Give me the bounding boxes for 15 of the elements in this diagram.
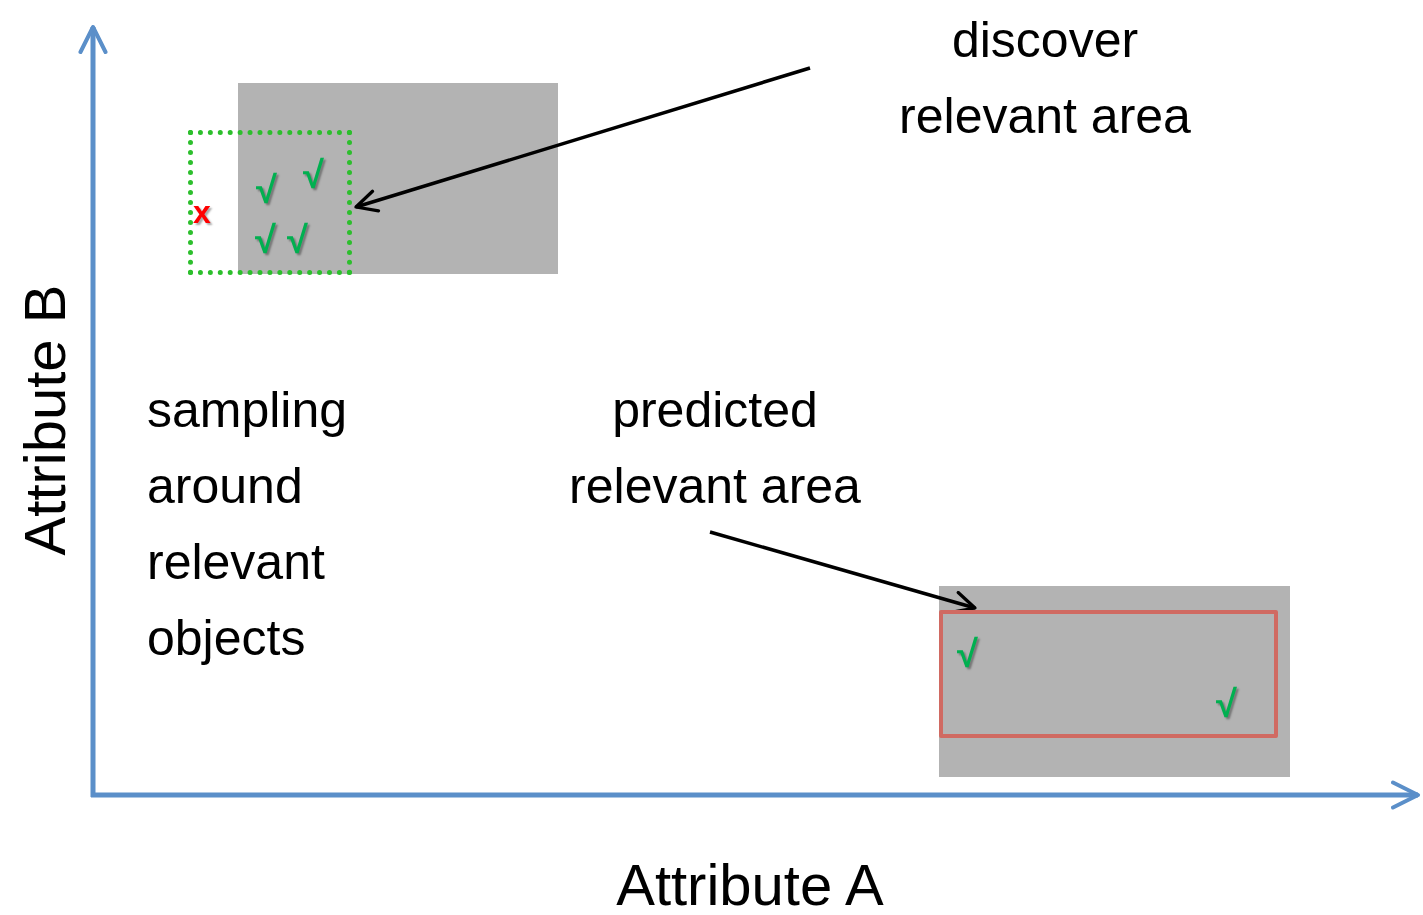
axis-title: Attribute B	[13, 284, 77, 556]
cross-mark: x	[193, 193, 211, 232]
arrow	[354, 66, 811, 213]
annotation-text: predicted relevant area	[530, 372, 900, 524]
check-mark: √	[1216, 684, 1237, 724]
check-mark: √	[256, 170, 277, 210]
check-mark: √	[303, 155, 324, 195]
highlighted-region-box	[939, 610, 1278, 738]
check-mark: √	[957, 634, 978, 674]
annotation-text: sampling around relevant objects	[147, 381, 349, 668]
annotation-text: discover relevant area	[860, 2, 1230, 154]
check-mark: √	[255, 220, 276, 260]
check-mark: √	[287, 220, 308, 260]
axis-title: Attribute A	[616, 853, 884, 915]
dotted-selection-box	[188, 130, 352, 275]
